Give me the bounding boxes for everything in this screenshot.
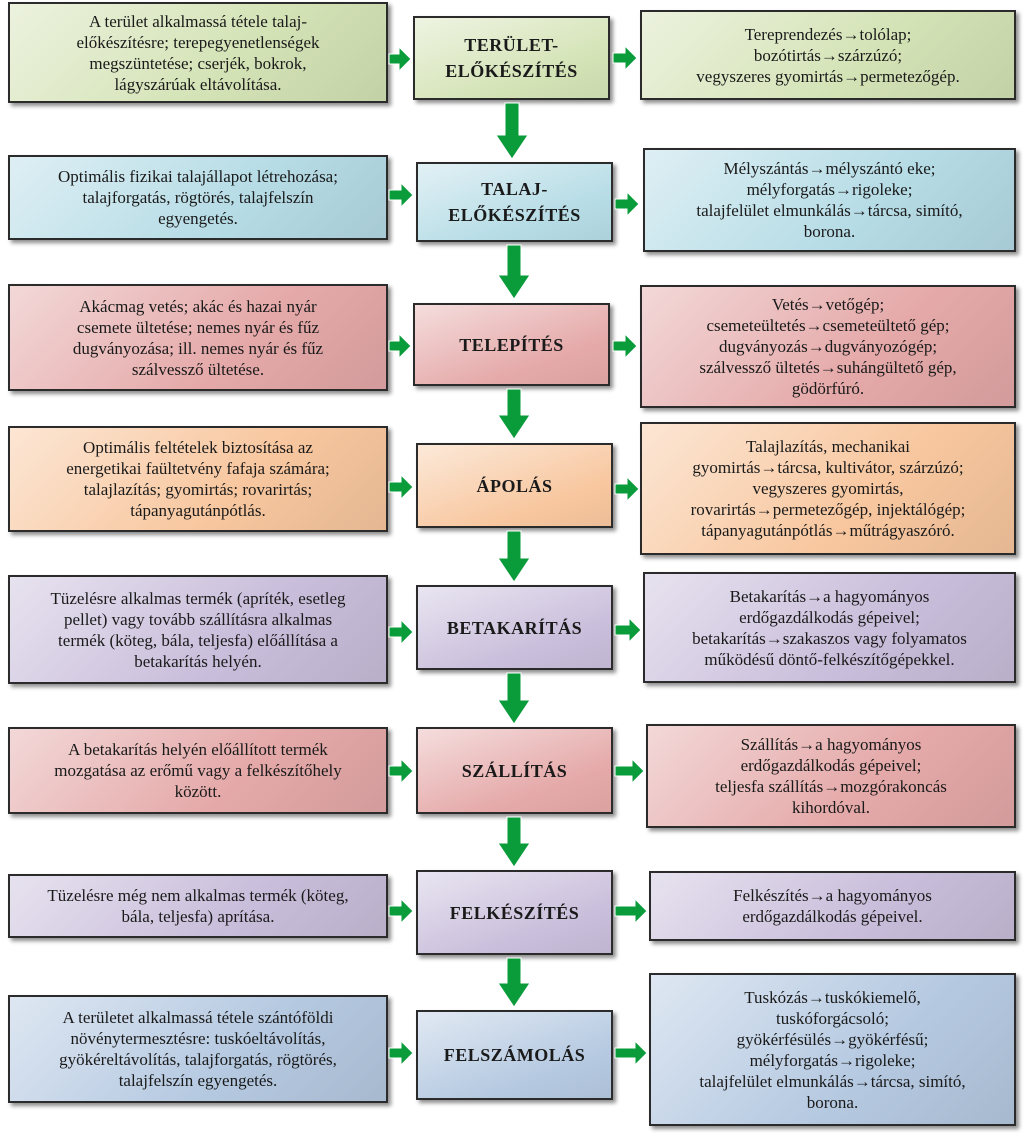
arrow-down-icon: [497, 816, 531, 868]
step-title: ÁPOLÁS: [476, 475, 553, 496]
arrow-right-icon: [614, 475, 640, 503]
left-text: Optimális fizikai talajállapot létrehozá…: [58, 167, 338, 228]
arrow-down-icon: [497, 388, 531, 440]
step-felszamolas: FELSZÁMOLÁS: [416, 1010, 613, 1100]
left-box-terulet: A terület alkalmassá tétele talaj- előké…: [8, 2, 388, 103]
step-felkeszites: FELKÉSZÍTÉS: [416, 870, 613, 955]
left-text: Optimális feltételek biztosítása az ener…: [66, 438, 330, 520]
left-box-apolas: Optimális feltételek biztosítása az ener…: [8, 426, 388, 532]
arrow-right-icon: [614, 897, 648, 925]
left-box-felkeszites: Tüzelésre még nem alkalmas termék (köteg…: [8, 874, 388, 938]
arrow-right-icon: [614, 616, 642, 644]
arrow-down-icon: [497, 244, 531, 300]
arrow-right-icon: [388, 1039, 414, 1067]
step-terulet-elokeszites: TERÜLET- ELŐKÉSZÍTÉS: [413, 16, 610, 100]
right-text: Vetés→vetőgép; csemeteültetés→csemeteült…: [699, 295, 957, 398]
arrow-right-icon: [388, 618, 414, 646]
step-betakaritas: BETAKARÍTÁS: [416, 585, 613, 670]
step-title: FELKÉSZÍTÉS: [449, 902, 580, 923]
step-title: FELSZÁMOLÁS: [443, 1045, 586, 1065]
step-title: BETAKARÍTÁS: [446, 617, 583, 638]
arrow-right-icon: [388, 473, 414, 501]
right-box-terulet: Tereprendezés→tolólap; bozótirtás→szárzú…: [640, 10, 1016, 100]
step-title: TERÜLET- ELŐKÉSZÍTÉS: [445, 35, 578, 81]
left-box-telepites: Akácmag vetés; akác és hazai nyár csemet…: [8, 284, 388, 391]
left-text: A terület alkalmassá tétele talaj- előké…: [76, 11, 320, 94]
right-box-felszamolas: Tuskózás→tuskókiemelő, tuskóforgácsoló; …: [649, 973, 1016, 1126]
arrow-right-icon: [614, 190, 640, 218]
arrow-right-icon: [388, 757, 414, 785]
right-text: Szállítás→a hagyományos erdőgazdálkodás …: [715, 735, 947, 817]
right-box-szallitas: Szállítás→a hagyományos erdőgazdálkodás …: [646, 724, 1016, 828]
left-box-betakaritas: Tüzelésre alkalmas termék (apríték, eset…: [8, 575, 388, 684]
arrow-right-icon: [614, 1039, 648, 1067]
arrow-right-icon: [388, 897, 414, 925]
step-title: TELEPÍTÉS: [459, 334, 564, 355]
right-text: Talajlazítás, mechanikai gyomirtás→tárcs…: [690, 437, 966, 540]
arrow-down-icon: [497, 957, 531, 1008]
right-text: Betakarítás→a hagyományos erdőgazdálkodá…: [692, 586, 967, 669]
arrow-right-icon: [388, 181, 414, 209]
right-box-apolas: Talajlazítás, mechanikai gyomirtás→tárcs…: [640, 422, 1016, 555]
arrow-down-icon: [497, 530, 531, 583]
left-box-szallitas: A betakarítás helyén előállított termék …: [8, 727, 388, 814]
step-szallitas: SZÁLLÍTÁS: [416, 727, 613, 814]
left-text: Tüzelésre alkalmas termék (apríték, eset…: [50, 588, 346, 671]
right-text: Felkészítés→a hagyományos erdőgazdálkodá…: [733, 886, 932, 926]
step-title: TALAJ- ELŐKÉSZÍTÉS: [448, 179, 581, 225]
arrow-down-icon: [495, 102, 529, 160]
step-telepites: TELEPÍTÉS: [413, 303, 610, 386]
left-text: A területet alkalmassá tétele szántóföld…: [59, 1008, 337, 1090]
arrow-right-icon: [614, 757, 645, 785]
left-box-felszamolas: A területet alkalmassá tétele szántóföld…: [8, 995, 388, 1103]
right-box-talaj: Mélyszántás→mélyszántó eke; mélyforgatás…: [643, 148, 1016, 252]
arrow-right-icon: [388, 332, 412, 360]
left-text: A betakarítás helyén előállított termék …: [54, 740, 342, 801]
step-title: SZÁLLÍTÁS: [461, 760, 568, 781]
right-text: Mélyszántás→mélyszántó eke; mélyforgatás…: [696, 159, 963, 241]
right-text: Tuskózás→tuskókiemelő, tuskóforgácsoló; …: [699, 987, 966, 1112]
right-box-felkeszites: Felkészítés→a hagyományos erdőgazdálkodá…: [649, 871, 1016, 941]
step-apolas: ÁPOLÁS: [416, 443, 613, 528]
right-box-betakaritas: Betakarítás→a hagyományos erdőgazdálkodá…: [643, 572, 1016, 683]
arrow-right-icon: [612, 44, 638, 72]
arrow-right-icon: [612, 332, 638, 360]
left-box-talaj: Optimális fizikai talajállapot létrehozá…: [8, 155, 388, 240]
arrow-down-icon: [497, 672, 531, 725]
arrow-right-icon: [388, 45, 412, 73]
right-text: Tereprendezés→tolólap; bozótirtás→szárzú…: [696, 24, 960, 86]
step-talaj-elokeszites: TALAJ- ELŐKÉSZÍTÉS: [416, 162, 613, 242]
right-box-telepites: Vetés→vetőgép; csemeteültetés→csemeteült…: [640, 285, 1016, 408]
left-text: Tüzelésre még nem alkalmas termék (köteg…: [47, 886, 349, 926]
left-text: Akácmag vetés; akác és hazai nyár csemet…: [72, 296, 324, 379]
